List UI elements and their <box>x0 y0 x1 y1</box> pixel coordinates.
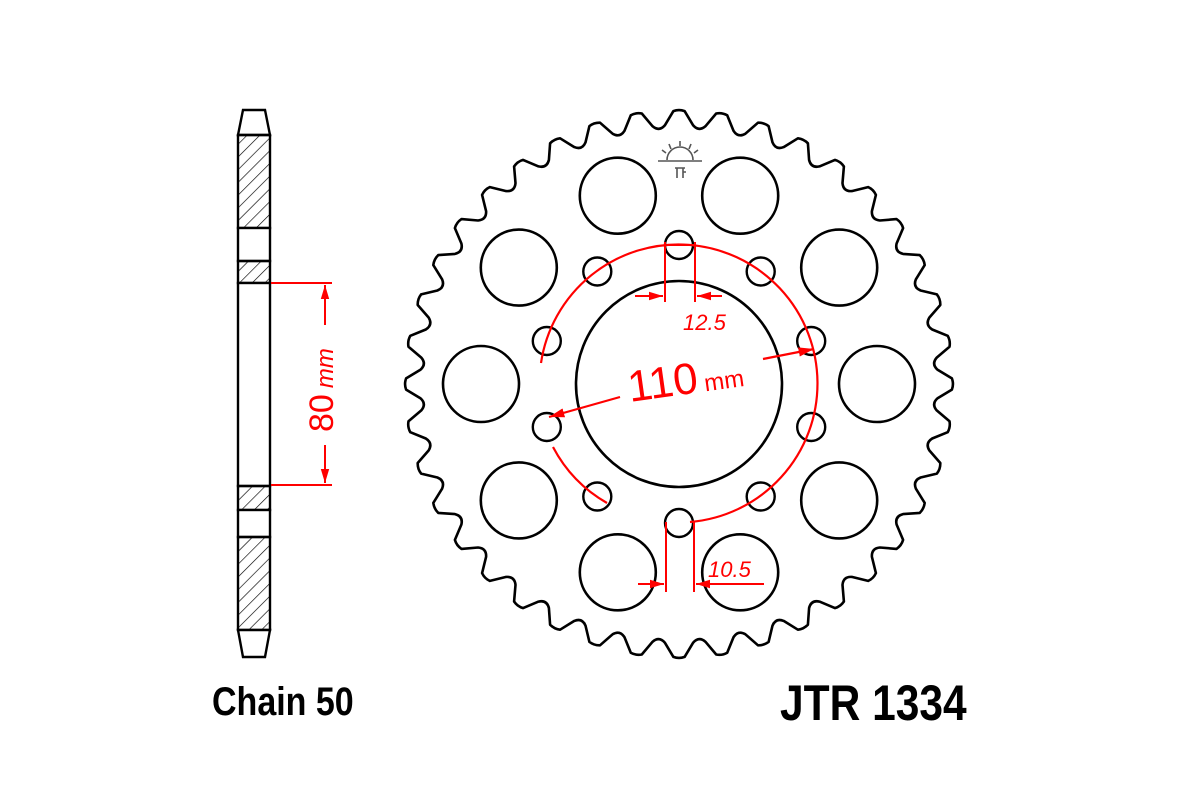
hub-width-dimension <box>271 282 332 486</box>
lightening-hole <box>837 344 917 424</box>
bolt-hole <box>582 256 613 287</box>
side-bottom-tip <box>236 628 272 659</box>
lightening-hole <box>799 461 879 540</box>
lightening-hole <box>578 156 658 235</box>
pcd-arc-lower <box>552 446 608 504</box>
bolt-hole <box>796 411 827 443</box>
lightening-hole <box>799 228 879 307</box>
pcd-arc-main <box>539 243 819 524</box>
side-hatch-3 <box>236 484 272 512</box>
lightening-hole <box>700 156 780 235</box>
hub-width-value: 80mm <box>303 348 341 432</box>
bolt-hole <box>745 256 776 287</box>
bolt-hole <box>745 481 776 512</box>
side-hub <box>236 281 272 488</box>
pcd-leader-right <box>762 347 815 361</box>
lightening-hole <box>479 228 559 307</box>
part-number-label: JTR 1334 <box>780 675 967 731</box>
bolt-hole <box>531 411 562 443</box>
top-slot-dimension <box>635 242 722 302</box>
bottom-slot-value: 10.5 <box>708 557 752 582</box>
front-view <box>403 108 955 660</box>
pcd-dimension <box>539 243 819 524</box>
lightening-holes <box>441 156 917 612</box>
bolt-hole <box>582 481 613 512</box>
pcd-value: 110mm <box>625 347 747 412</box>
jt-sun-logo-icon <box>658 141 702 178</box>
bottom-slot-dimension <box>638 522 764 592</box>
lightening-hole <box>700 532 780 612</box>
top-slot-value: 12.5 <box>683 310 727 335</box>
chain-size-label: Chain 50 <box>212 680 354 724</box>
pcd-leader-left <box>548 395 621 419</box>
center-bore <box>574 279 784 489</box>
lightening-hole <box>578 532 658 612</box>
side-plain-2 <box>236 508 272 539</box>
side-plain-1 <box>236 226 272 263</box>
lightening-hole <box>441 344 521 424</box>
bolt-hole <box>531 325 562 357</box>
side-hatch-1 <box>236 133 272 230</box>
side-view <box>236 108 272 659</box>
lightening-hole <box>479 461 559 540</box>
side-hatch-2 <box>236 259 272 285</box>
sprocket-outline <box>403 108 955 660</box>
side-top-tip <box>236 108 272 137</box>
side-hatch-4 <box>236 535 272 632</box>
